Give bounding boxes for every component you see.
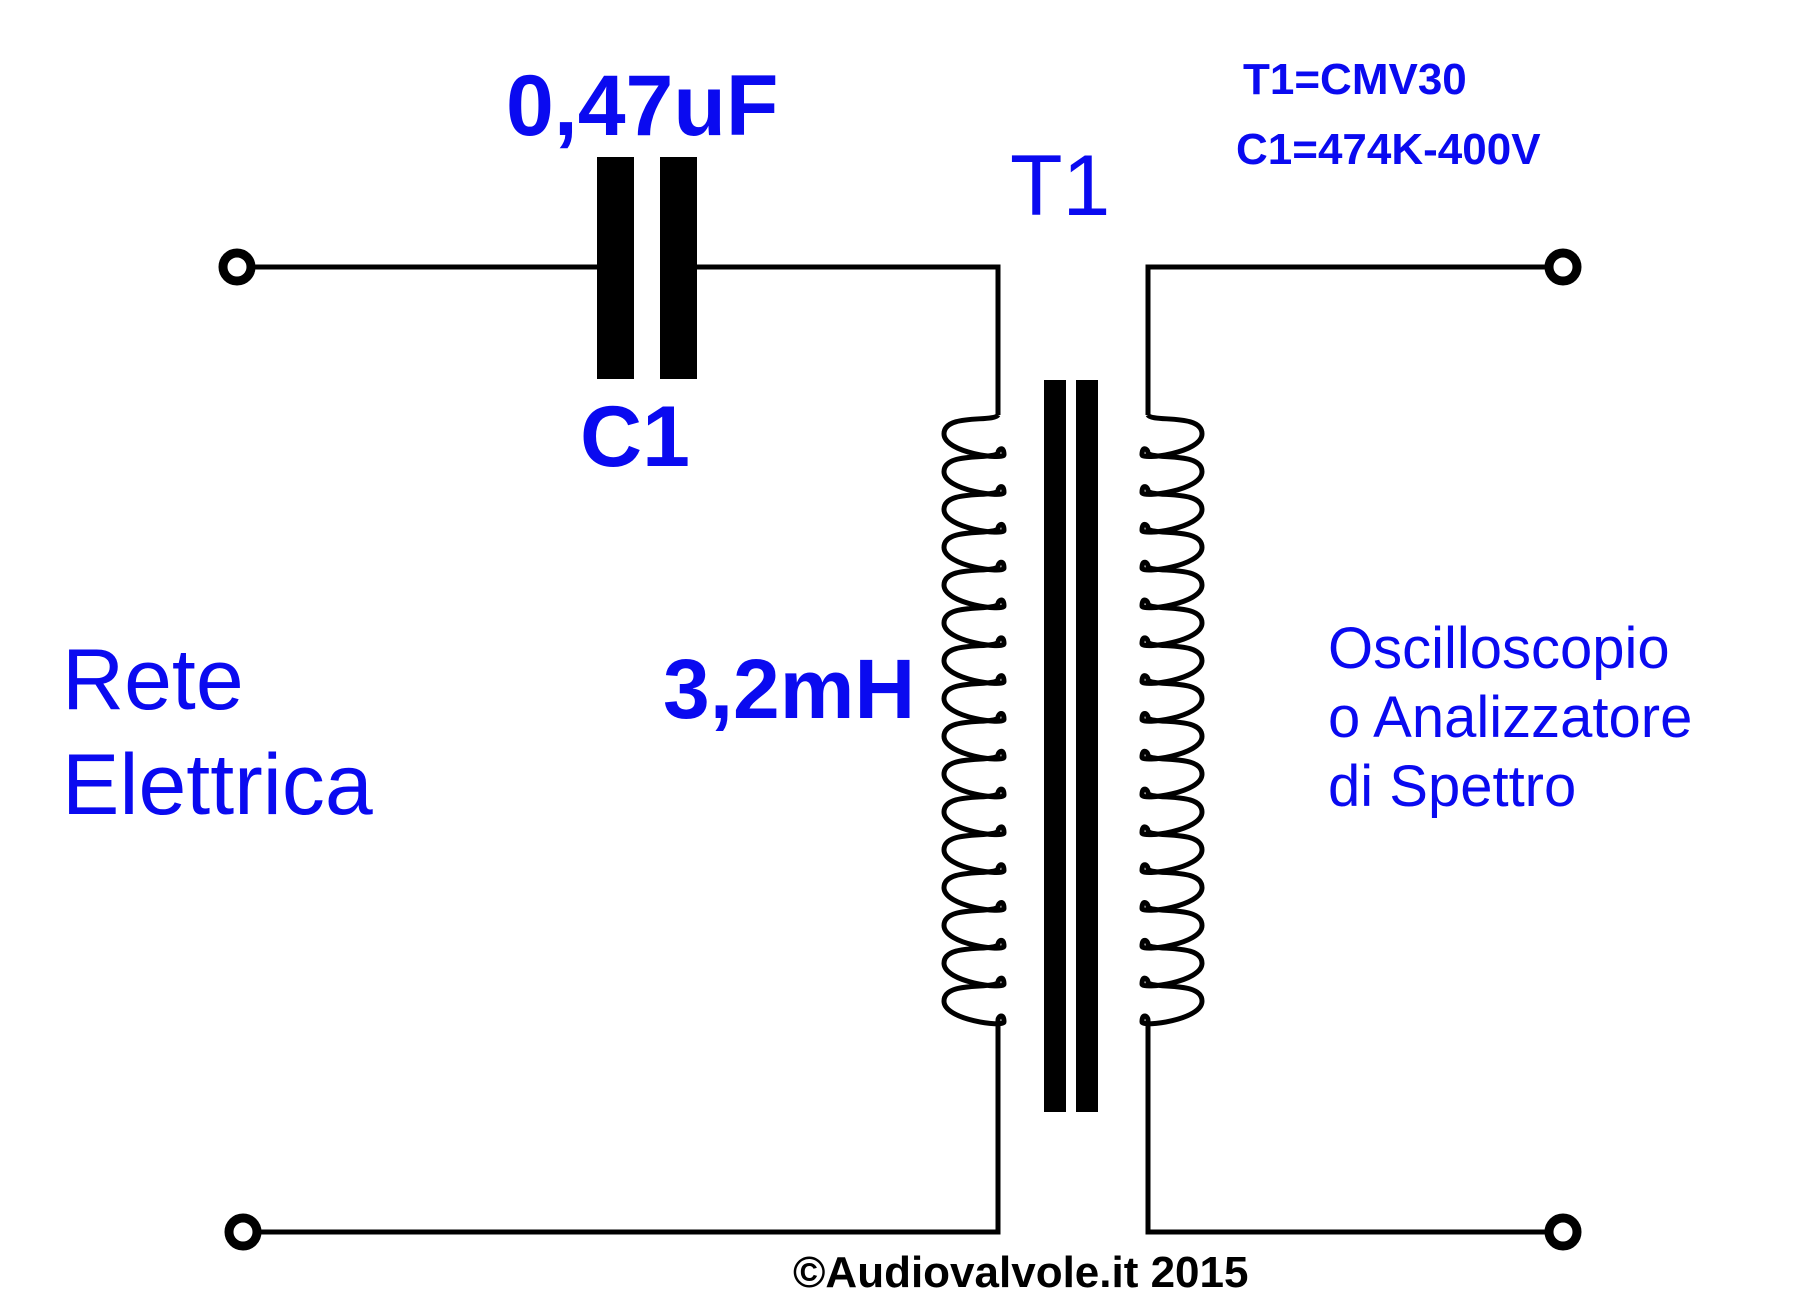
- transformer-ref-label: T1: [1010, 138, 1110, 234]
- terminal-input-top: [218, 248, 256, 286]
- capacitor-plate-left: [597, 157, 634, 379]
- wire-primary-to-input-bottom: [249, 1020, 1001, 1235]
- spec-c1-label: C1=474K-400V: [1236, 125, 1541, 174]
- destination-label-line2: o Analizzatore: [1328, 685, 1692, 750]
- transformer-core-right: [1076, 380, 1098, 1112]
- spec-t1-label: T1=CMV30: [1243, 55, 1467, 104]
- destination-label-line1: Oscilloscopio: [1328, 616, 1670, 681]
- inductance-label: 3,2mH: [663, 642, 915, 736]
- wire-capacitor-to-primary: [697, 264, 1001, 415]
- destination-label-line3: di Spettro: [1328, 754, 1576, 819]
- terminal-output-bottom: [1544, 1213, 1582, 1251]
- terminal-output-top: [1544, 248, 1582, 286]
- source-label-line2: Elettrica: [62, 737, 373, 833]
- secondary-winding: [1139, 412, 1205, 1027]
- copyright-label: ©Audiovalvole.it 2015: [793, 1248, 1248, 1292]
- primary-winding: [941, 412, 1007, 1027]
- terminal-input-bottom: [224, 1213, 262, 1251]
- capacitor-plate-right: [660, 157, 697, 379]
- transformer-core-left: [1044, 380, 1066, 1112]
- capacitor-value-label: 0,47uF: [506, 58, 778, 154]
- capacitor-ref-label: C1: [580, 389, 690, 485]
- wire-secondary-bottom: [1145, 1020, 1551, 1235]
- source-label-line1: Rete: [62, 632, 244, 728]
- wire-secondary-top: [1145, 264, 1551, 415]
